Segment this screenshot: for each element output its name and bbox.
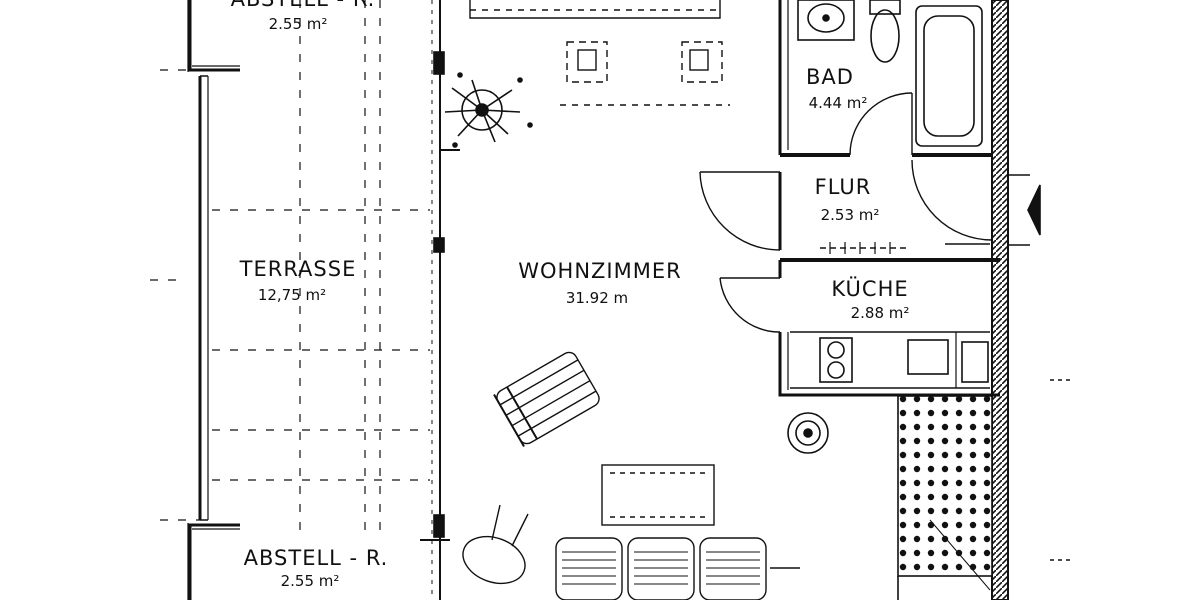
room-area: 12,75 m²	[258, 286, 326, 304]
living-room-furniture	[462, 0, 800, 600]
room-name: BAD	[806, 65, 854, 89]
room-terrasse: TERRASSE 12,75 m²	[239, 257, 357, 304]
room-area: 2.53 m²	[821, 206, 880, 224]
room-flur: FLUR 2.53 m²	[815, 175, 880, 224]
room-kueche: KÜCHE 2.88 m²	[831, 276, 909, 322]
room-name: ABSTELL - R.	[244, 546, 389, 570]
room-name: WOHNZIMMER	[518, 259, 681, 283]
room-abstell-bottom: ABSTELL - R. 2.55 m²	[244, 546, 389, 590]
room-name: TERRASSE	[239, 257, 357, 281]
room-area: 2.88 m²	[851, 304, 910, 322]
room-area: 31.92 m	[566, 289, 628, 307]
plant-icon	[444, 72, 533, 148]
room-wohnzimmer: WOHNZIMMER 31.92 m	[518, 259, 681, 307]
bath-kitchen-block	[699, 0, 1070, 600]
room-bad: BAD 4.44 m²	[806, 65, 867, 112]
room-area: 2.55 m²	[281, 572, 340, 590]
room-abstell-top: ABSTELL - R. 2.55 m²	[231, 0, 376, 33]
room-area: 4.44 m²	[809, 94, 868, 112]
terrace-area	[150, 0, 460, 600]
room-name: ABSTELL - R.	[231, 0, 376, 11]
room-area: 2.55 m²	[269, 15, 328, 33]
room-name: FLUR	[815, 175, 872, 199]
room-name: KÜCHE	[831, 276, 908, 301]
